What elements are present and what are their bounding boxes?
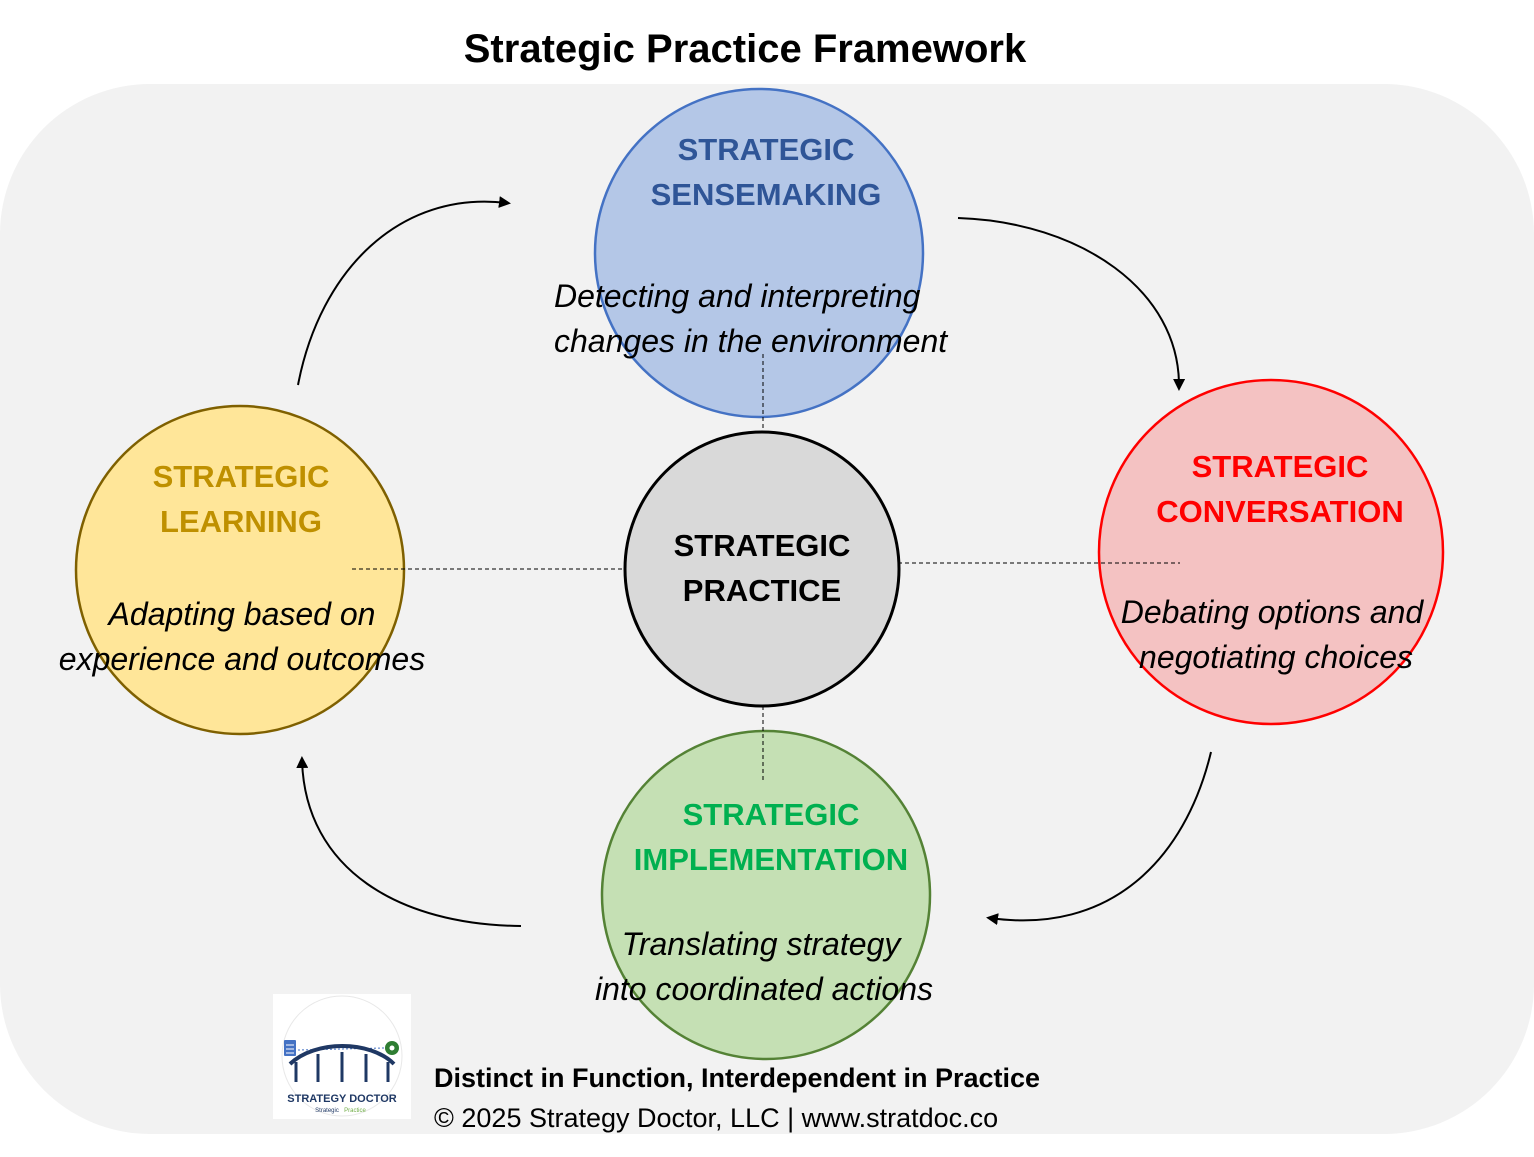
center-heading-line2: PRACTICE xyxy=(683,573,841,608)
diagram-title: Strategic Practice Framework xyxy=(464,27,1027,71)
footer-tagline: Distinct in Function, Interdependent in … xyxy=(434,1063,1040,1093)
implementation-desc-line1: Translating strategy xyxy=(622,926,903,962)
node-sensemaking: STRATEGIC SENSEMAKING xyxy=(593,87,925,419)
implementation-heading-line1: STRATEGIC xyxy=(683,797,860,832)
implementation-desc-line2: into coordinated actions xyxy=(595,971,933,1007)
implementation-circle xyxy=(600,729,932,1061)
sensemaking-desc-line2: changes in the environment xyxy=(554,323,948,359)
gear-icon xyxy=(385,1041,399,1055)
learning-heading-line1: STRATEGIC xyxy=(153,459,330,494)
arrow-conversation-to-implementation xyxy=(986,751,1212,926)
conversation-heading-line2: CONVERSATION xyxy=(1156,494,1403,529)
node-learning: STRATEGIC LEARNING xyxy=(74,404,406,736)
conversation-desc-line2: negotiating choices xyxy=(1139,639,1413,675)
document-icon xyxy=(284,1040,296,1056)
bridge-icon xyxy=(288,1044,396,1082)
learning-desc-line1: Adapting based on xyxy=(107,596,376,632)
logo-sub-strategic: Strategic xyxy=(315,1108,339,1114)
implementation-heading-line2: IMPLEMENTATION xyxy=(634,842,908,877)
node-conversation: STRATEGIC CONVERSATION xyxy=(1097,378,1445,726)
sensemaking-heading-line1: STRATEGIC xyxy=(678,132,855,167)
arrow-implementation-to-learning xyxy=(296,756,522,927)
sensemaking-heading-line2: SENSEMAKING xyxy=(651,177,882,212)
dashed-connectors xyxy=(352,354,1180,783)
conversation-heading-line1: STRATEGIC xyxy=(1192,449,1369,484)
conversation-desc-line1: Debating options and xyxy=(1121,594,1425,630)
footer-copyright: © 2025 Strategy Doctor, LLC | www.stratd… xyxy=(434,1103,998,1133)
strategy-doctor-logo: STRATEGY DOCTOR Strategic Practice xyxy=(273,994,411,1119)
center-circle xyxy=(623,430,901,708)
node-implementation: STRATEGIC IMPLEMENTATION xyxy=(600,729,932,1061)
center-heading-line1: STRATEGIC xyxy=(674,528,851,563)
arrow-learning-to-sensemaking xyxy=(297,196,511,386)
logo-name: STRATEGY DOCTOR xyxy=(287,1093,396,1105)
learning-circle xyxy=(74,404,406,736)
logo-sub-practice: Practice xyxy=(344,1108,366,1114)
sensemaking-circle xyxy=(593,87,925,419)
sensemaking-desc-line1: Detecting and interpreting xyxy=(554,278,921,314)
conversation-circle xyxy=(1097,378,1445,726)
learning-desc-line2: experience and outcomes xyxy=(59,641,425,677)
learning-heading-line2: LEARNING xyxy=(160,504,322,539)
arrow-sensemaking-to-conversation xyxy=(957,217,1186,391)
node-center: STRATEGIC PRACTICE xyxy=(623,430,901,708)
